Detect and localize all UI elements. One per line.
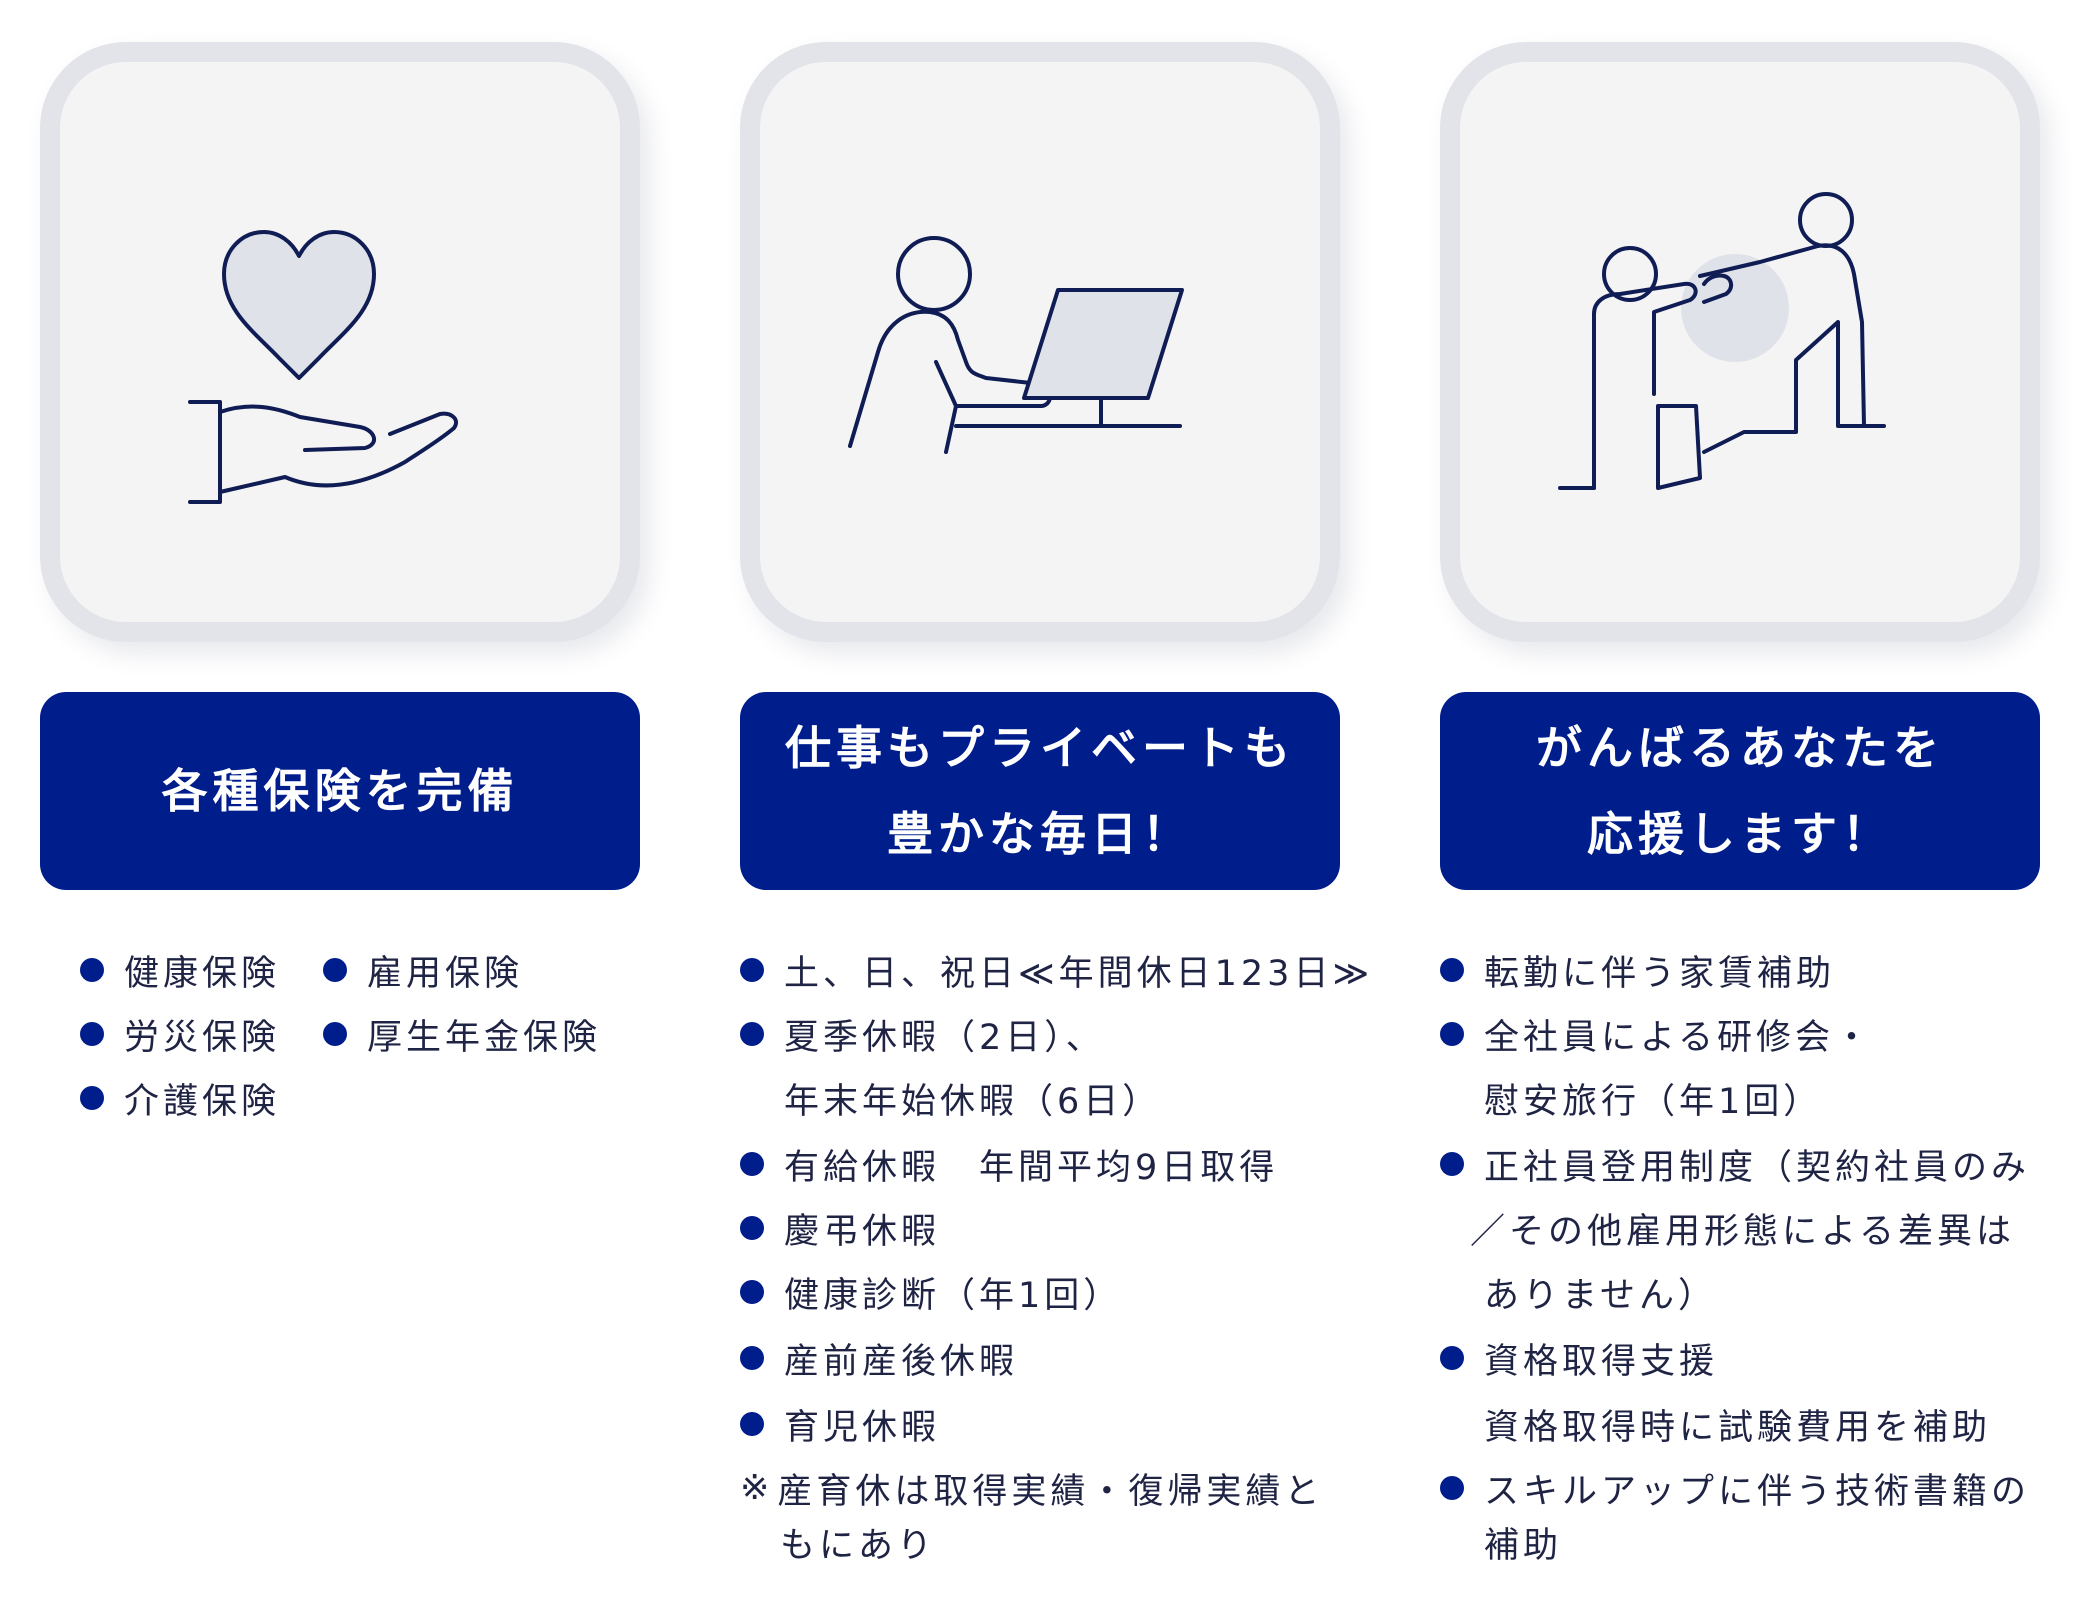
person-at-computer-icon: [848, 236, 1184, 454]
bullet-dot-icon: [80, 1086, 104, 1110]
benefit-column-support: がんばるあなたを 応援します！ 転勤に伴う家賃補助 全社員による研修会・ 慰安旅…: [1440, 0, 2040, 1604]
section-title: 仕事もプライベートも 豊かな毎日！: [740, 692, 1340, 890]
note-mark: ※: [740, 1468, 774, 1508]
benefit-column-worklife: 仕事もプライベートも 豊かな毎日！ 土、日、祝日≪年間休日123日≫ 夏季休暇（…: [740, 0, 1369, 1604]
bullet-dot-icon: [1440, 1152, 1464, 1176]
icon-card: [740, 42, 1340, 642]
list-item: 厚生年金保険: [323, 1004, 601, 1064]
list-item-continuation: 資格取得時に試験費用を補助: [1484, 1407, 1992, 1448]
bullet-dot-icon: [740, 1022, 764, 1046]
list-item: 労災保険: [80, 1004, 280, 1064]
list-item: 資格取得支援: [1440, 1328, 1718, 1388]
bullet-dot-icon: [740, 1346, 764, 1370]
list-item: 介護保険: [80, 1068, 280, 1128]
heart-in-hand-icon: [188, 230, 459, 504]
helping-hand-climb-icon: [1558, 192, 1886, 490]
section-title: 各種保険を完備: [40, 692, 640, 890]
bullet-dot-icon: [740, 1412, 764, 1436]
title-line-2: 応援します！: [1587, 807, 1893, 861]
title-line-1: 仕事もプライベートも: [785, 721, 1295, 775]
list-item-continuation: 補助: [1484, 1525, 1563, 1566]
bullet-dot-icon: [740, 958, 764, 982]
bullet-dot-icon: [740, 1216, 764, 1240]
note-continuation: もにあり: [780, 1525, 937, 1566]
list-item-continuation: 年末年始休暇（6日）: [784, 1081, 1162, 1122]
benefit-column-insurance: 各種保険を完備 健康保険 雇用保険 労災保険 厚生年金保険 介護保険: [40, 0, 640, 1604]
list-item: 雇用保険: [323, 940, 523, 1000]
list-item: 健康診断（年1回）: [740, 1262, 1122, 1322]
list-item: 土、日、祝日≪年間休日123日≫: [740, 940, 1373, 1000]
bullet-dot-icon: [1440, 958, 1464, 982]
section-title: がんばるあなたを 応援します！: [1440, 692, 2040, 890]
list-item: 慶弔休暇: [740, 1198, 940, 1258]
title-line-2: 豊かな毎日！: [887, 807, 1193, 861]
list-item-continuation: ／その他雇用形態による差異は: [1470, 1211, 2015, 1252]
list-item: 健康保険: [80, 940, 280, 1000]
bullet-dot-icon: [740, 1280, 764, 1304]
list-item-continuation: 慰安旅行（年1回）: [1484, 1081, 1823, 1122]
list-item: 産前産後休暇: [740, 1328, 1018, 1388]
title-line-1: 各種保険を完備: [161, 764, 519, 818]
list-item: 正社員登用制度（契約社員のみ: [1440, 1134, 2030, 1194]
icon-card: [40, 42, 640, 642]
bullet-dot-icon: [1440, 1022, 1464, 1046]
icon-card: [1440, 42, 2040, 642]
title-line-1: がんばるあなたを: [1536, 721, 1944, 775]
bullet-dot-icon: [323, 958, 347, 982]
list-item-continuation: ありません）: [1484, 1275, 1717, 1316]
bullet-dot-icon: [1440, 1346, 1464, 1370]
list-item: 全社員による研修会・: [1440, 1004, 1873, 1064]
bullet-dot-icon: [1440, 1476, 1464, 1500]
bullet-dot-icon: [323, 1022, 347, 1046]
list-item: 夏季休暇（2日）、: [740, 1004, 1105, 1064]
bullet-dot-icon: [80, 958, 104, 982]
list-item: スキルアップに伴う技術書籍の: [1440, 1458, 2030, 1518]
bullet-dot-icon: [80, 1022, 104, 1046]
list-item: 育児休暇: [740, 1394, 940, 1454]
bullet-dot-icon: [740, 1152, 764, 1176]
list-item: 転勤に伴う家賃補助: [1440, 940, 1835, 1000]
list-item: 有給休暇 年間平均9日取得: [740, 1134, 1278, 1194]
note: ※産育休は取得実績・復帰実績と: [740, 1468, 1324, 1512]
